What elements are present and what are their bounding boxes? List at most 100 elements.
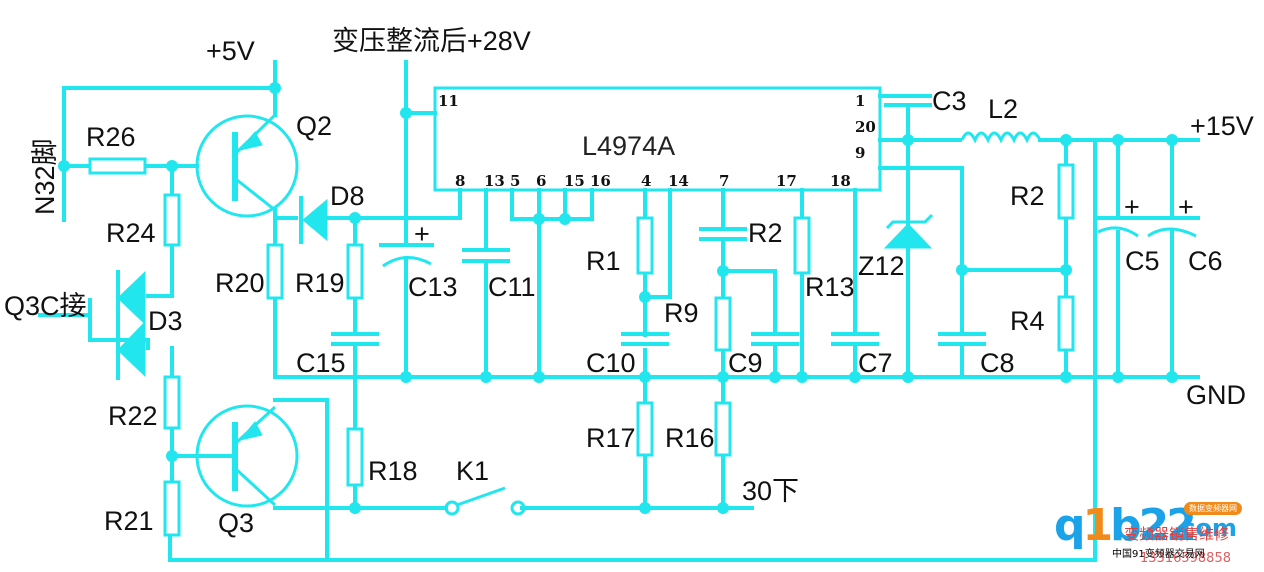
capacitor-c3 xyxy=(884,94,932,107)
ic-pin-13: 13 xyxy=(484,172,505,190)
diode-d8 xyxy=(299,196,328,244)
logo-site-name: 中国91变频器交易网 xyxy=(1112,549,1205,560)
capacitor-c7 xyxy=(831,332,879,346)
label-c9: C9 xyxy=(728,348,763,378)
ic-pin-17: 17 xyxy=(776,172,797,190)
label-q3c: Q3C接 xyxy=(4,291,87,321)
label-q2: Q2 xyxy=(296,111,332,141)
capacitors xyxy=(331,94,1197,346)
resistors xyxy=(88,157,1075,537)
ic-pin-5: 5 xyxy=(510,172,520,190)
logo-q: q xyxy=(1054,500,1085,551)
capacitor-c6 xyxy=(1147,227,1197,238)
resistor-r20 xyxy=(266,243,284,300)
label-c10: C10 xyxy=(586,348,636,378)
logo-b22: b22 xyxy=(1110,500,1197,551)
ic-pin-4: 4 xyxy=(641,172,651,190)
label-r16: R16 xyxy=(665,423,715,453)
ic-l4974a: L4974A 11 1 20 9 8 13 5 6 15 16 4 14 7 1… xyxy=(433,86,882,192)
capacitor-c8 xyxy=(938,332,986,346)
ic-pin-11: 11 xyxy=(438,92,459,110)
resistor-r17 xyxy=(636,401,654,457)
resistor-r1 xyxy=(636,216,654,275)
ic-pin-14: 14 xyxy=(668,172,689,190)
label-c11: C11 xyxy=(488,272,536,302)
label-r17: R17 xyxy=(586,423,636,453)
label-r2: R2 xyxy=(1010,181,1045,211)
label-r13: R13 xyxy=(805,272,855,302)
label-d8: D8 xyxy=(330,181,365,211)
resistor-r24 xyxy=(163,193,181,247)
ic-name: L4974A xyxy=(582,131,675,161)
ic-body xyxy=(433,86,882,192)
capacitor-c11 xyxy=(462,248,510,263)
ic-pin-16: 16 xyxy=(590,172,611,190)
resistor-r13 xyxy=(793,216,811,275)
label-r20: R20 xyxy=(215,268,265,298)
label-c13: C13 xyxy=(408,272,458,302)
label-plus5v: +5V xyxy=(206,36,255,66)
label-c8: C8 xyxy=(980,348,1015,378)
label-z12: Z12 xyxy=(858,251,905,281)
label-c7: C7 xyxy=(858,348,893,378)
label-r22: R22 xyxy=(108,401,158,431)
transistor-q3 xyxy=(195,404,299,508)
label-r19: R19 xyxy=(295,268,345,298)
ic-pin-1: 1 xyxy=(855,92,865,110)
logo-one: 1 xyxy=(1082,500,1114,551)
label-plus15v: +15V xyxy=(1190,111,1254,141)
logo-phone: 13316598858 xyxy=(1140,551,1231,566)
label-r1: R1 xyxy=(586,246,621,276)
label-k1: K1 xyxy=(456,456,489,486)
label-r4: R4 xyxy=(1010,306,1045,336)
label-r26: R26 xyxy=(86,122,136,152)
plus-sign-c5: + xyxy=(1124,192,1140,222)
label-r9: R9 xyxy=(664,298,699,328)
ic-pin-18: 18 xyxy=(830,172,851,190)
resistor-r2-lower xyxy=(714,296,732,352)
resistor-r4 xyxy=(1057,295,1075,352)
label-plus28v: 变压整流后+28V xyxy=(332,26,531,56)
resistor-r21 xyxy=(163,480,181,537)
resistor-r18 xyxy=(346,427,364,487)
capacitor-c15 xyxy=(331,332,379,346)
label-r24: R24 xyxy=(106,218,156,248)
capacitor-c9 xyxy=(751,332,799,346)
label-l2: L2 xyxy=(988,94,1018,124)
watermark-logo: q1b22 数据变频器网 .com 变频器销售维修 13316598858 中国… xyxy=(1048,498,1264,572)
label-r2-mid: R2 xyxy=(748,218,783,248)
capacitor-c5 xyxy=(1097,226,1139,238)
logo-red-text: 变频器销售维修 xyxy=(1124,525,1230,543)
label-q3: Q3 xyxy=(218,508,254,538)
logo-badge: 数据变频器网 xyxy=(1184,502,1242,515)
zener-z12 xyxy=(883,213,934,249)
ic-pin-20: 20 xyxy=(855,118,876,136)
resistor-r19 xyxy=(346,243,364,300)
label-r21: R21 xyxy=(104,506,154,536)
labels: +5V 变压整流后+28V +15V GND N32脚 Q3C接 30下 Q2 … xyxy=(4,26,1254,538)
junctions xyxy=(58,82,1178,514)
plus-sign-c13: + xyxy=(414,219,430,249)
resistor-r2 xyxy=(1057,163,1075,220)
ic-pin-6: 6 xyxy=(536,172,546,190)
resistor-r22 xyxy=(163,375,181,430)
inductor-l2 xyxy=(960,131,1042,144)
label-gnd: GND xyxy=(1186,380,1246,410)
ic-pin-15: 15 xyxy=(564,172,585,190)
label-c6: C6 xyxy=(1188,246,1223,276)
label-30: 30下 xyxy=(742,476,799,506)
capacitor-r2-c xyxy=(699,227,747,241)
label-c5: C5 xyxy=(1125,246,1160,276)
transistor-q2 xyxy=(195,113,299,218)
capacitor-c10 xyxy=(621,332,669,346)
capacitor-c13 xyxy=(379,243,434,268)
switch-k1 xyxy=(444,486,526,516)
ic-pin-8: 8 xyxy=(455,172,465,190)
diode-d3 xyxy=(116,270,146,380)
resistor-r16 xyxy=(714,401,732,457)
ic-pin-7: 7 xyxy=(719,172,729,190)
logo-com: .com xyxy=(1172,514,1237,542)
label-n32: N32脚 xyxy=(30,138,60,215)
logo-wordmark: q1b22 xyxy=(1054,500,1197,551)
